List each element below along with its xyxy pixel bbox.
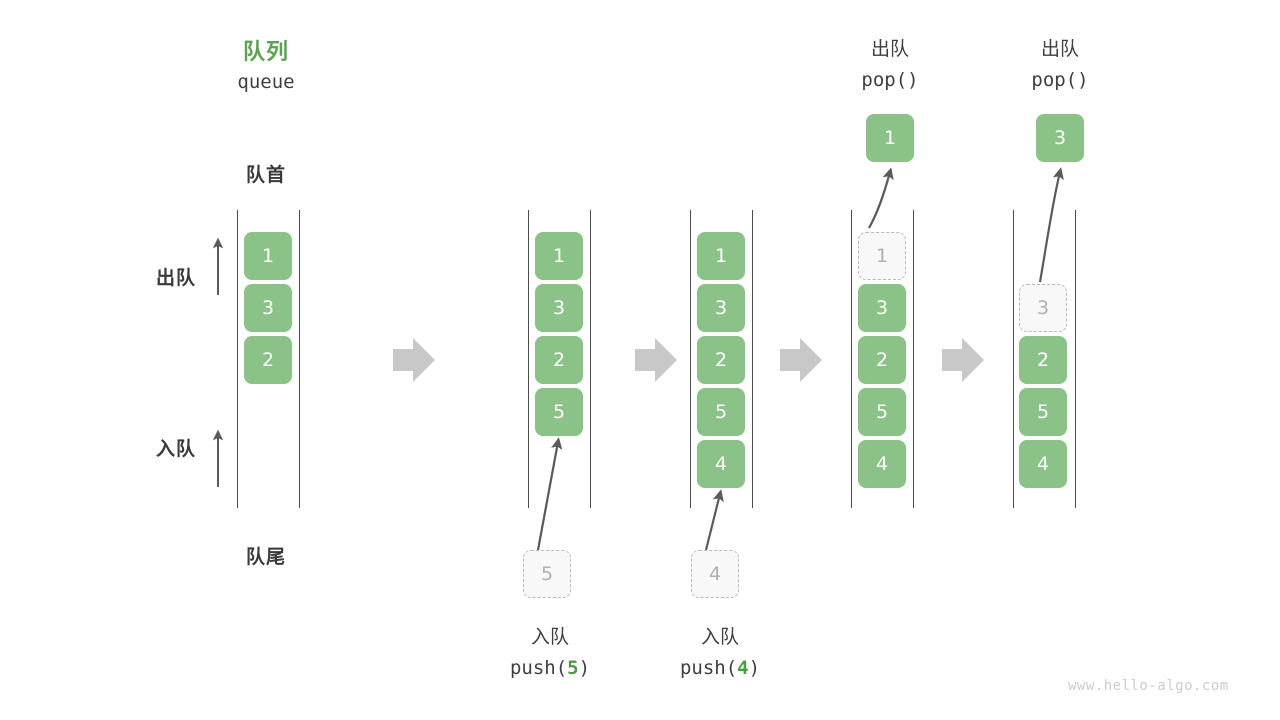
queue-cell: 4 [858, 440, 906, 488]
popped-element: 3 [1036, 114, 1084, 162]
queue-cell: 5 [697, 388, 745, 436]
queue-cell: 2 [1019, 336, 1067, 384]
queue-cell-vacated: 3 [1019, 284, 1067, 332]
queue-cell: 3 [244, 284, 292, 332]
op-code-suffix: ) [578, 657, 591, 679]
op-code-arg: 5 [567, 657, 579, 679]
incoming-element-ghost: 4 [691, 550, 739, 598]
queue-cell: 2 [697, 336, 745, 384]
queue-rail-left [690, 210, 691, 508]
queue-rail-left [528, 210, 529, 508]
figure-title-en: queue [237, 71, 295, 93]
queue-cell: 3 [858, 284, 906, 332]
queue-cell: 1 [535, 232, 583, 280]
queue-cell: 1 [244, 232, 292, 280]
dequeue-side-label: 出队 [155, 268, 196, 289]
queue-cell: 5 [858, 388, 906, 436]
pop-3-op-code: pop() [1031, 69, 1089, 91]
queue-rail-left [237, 210, 238, 508]
queue-cell: 5 [535, 388, 583, 436]
watermark: www.hello-algo.com [1068, 678, 1229, 694]
queue-rear-label: 队尾 [245, 547, 286, 568]
queue-cell: 3 [697, 284, 745, 332]
queue-cell: 4 [1019, 440, 1067, 488]
op-code-prefix: push( [679, 657, 738, 679]
queue-cell: 1 [697, 232, 745, 280]
op-code-suffix: ) [748, 657, 761, 679]
queue-cell: 2 [858, 336, 906, 384]
queue-front-label: 队首 [245, 165, 286, 186]
push-4-op-label: 入队 [700, 627, 739, 648]
queue-rail-right [752, 210, 753, 508]
pop-1-op-label: 出队 [870, 39, 909, 60]
incoming-element-ghost: 5 [523, 550, 571, 598]
push-5-op-code: push(5) [475, 657, 625, 679]
queue-cell: 4 [697, 440, 745, 488]
popped-element: 1 [866, 114, 914, 162]
queue-rail-right [913, 210, 914, 508]
queue-cell: 3 [535, 284, 583, 332]
queue-rail-right [299, 210, 300, 508]
queue-rail-right [590, 210, 591, 508]
op-code-arg: 4 [737, 657, 749, 679]
queue-cell: 5 [1019, 388, 1067, 436]
pop-1-op-code: pop() [861, 69, 919, 91]
queue-rail-left [851, 210, 852, 508]
queue-cell-vacated: 1 [858, 232, 906, 280]
queue-rail-left [1013, 210, 1014, 508]
push-5-op-label: 入队 [530, 627, 569, 648]
figure-title-cn: 队列 [242, 39, 289, 64]
queue-cell: 2 [244, 336, 292, 384]
pop-3-op-label: 出队 [1040, 39, 1079, 60]
op-code-prefix: push( [509, 657, 568, 679]
queue-cell: 2 [535, 336, 583, 384]
push-4-op-code: push(4) [645, 657, 795, 679]
enqueue-side-label: 入队 [155, 439, 196, 460]
queue-rail-right [1075, 210, 1076, 508]
